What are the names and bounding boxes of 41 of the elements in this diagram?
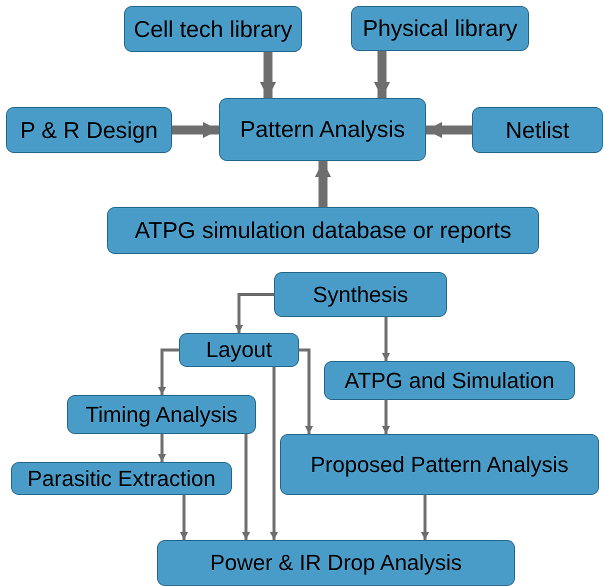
arrow — [172, 122, 219, 138]
box-label: Cell tech library — [134, 16, 292, 42]
arrow — [270, 367, 278, 540]
arrow — [299, 348, 313, 434]
process-box — [219, 98, 426, 161]
process-box — [67, 395, 256, 434]
arrow — [315, 161, 331, 207]
arrow — [382, 400, 390, 434]
box-label: Synthesis — [312, 282, 408, 308]
process-box — [274, 272, 447, 317]
arrow — [426, 122, 472, 138]
process-box — [107, 207, 539, 254]
box-label: ATPG and Simulation — [344, 368, 554, 394]
box-label: Power & IR Drop Analysis — [210, 550, 462, 576]
box-label: Parasitic Extraction — [27, 466, 216, 492]
process-box — [324, 361, 575, 400]
process-box — [472, 107, 603, 153]
arrow — [242, 434, 250, 540]
process-box — [351, 6, 529, 51]
arrow — [382, 317, 390, 361]
process-box — [6, 107, 172, 153]
process-box — [124, 6, 302, 52]
process-box — [157, 540, 515, 586]
box-label: P & R Design — [20, 116, 158, 144]
arrow — [180, 495, 188, 540]
arrow — [235, 293, 274, 333]
process-box — [11, 462, 232, 495]
arrow — [158, 348, 179, 395]
box-label: Timing Analysis — [85, 402, 238, 428]
box-label: Netlist — [506, 116, 570, 144]
arrow — [260, 52, 276, 98]
arrow — [421, 495, 429, 540]
box-label: Layout — [206, 337, 272, 363]
process-box — [179, 333, 299, 367]
box-label: Proposed Pattern Analysis — [310, 452, 569, 478]
arrow — [374, 51, 390, 98]
arrow — [158, 434, 166, 462]
box-label: ATPG simulation database or reports — [134, 217, 512, 244]
process-box — [280, 434, 599, 495]
box-label: Pattern Analysis — [240, 116, 405, 143]
box-label: Physical library — [362, 15, 518, 42]
